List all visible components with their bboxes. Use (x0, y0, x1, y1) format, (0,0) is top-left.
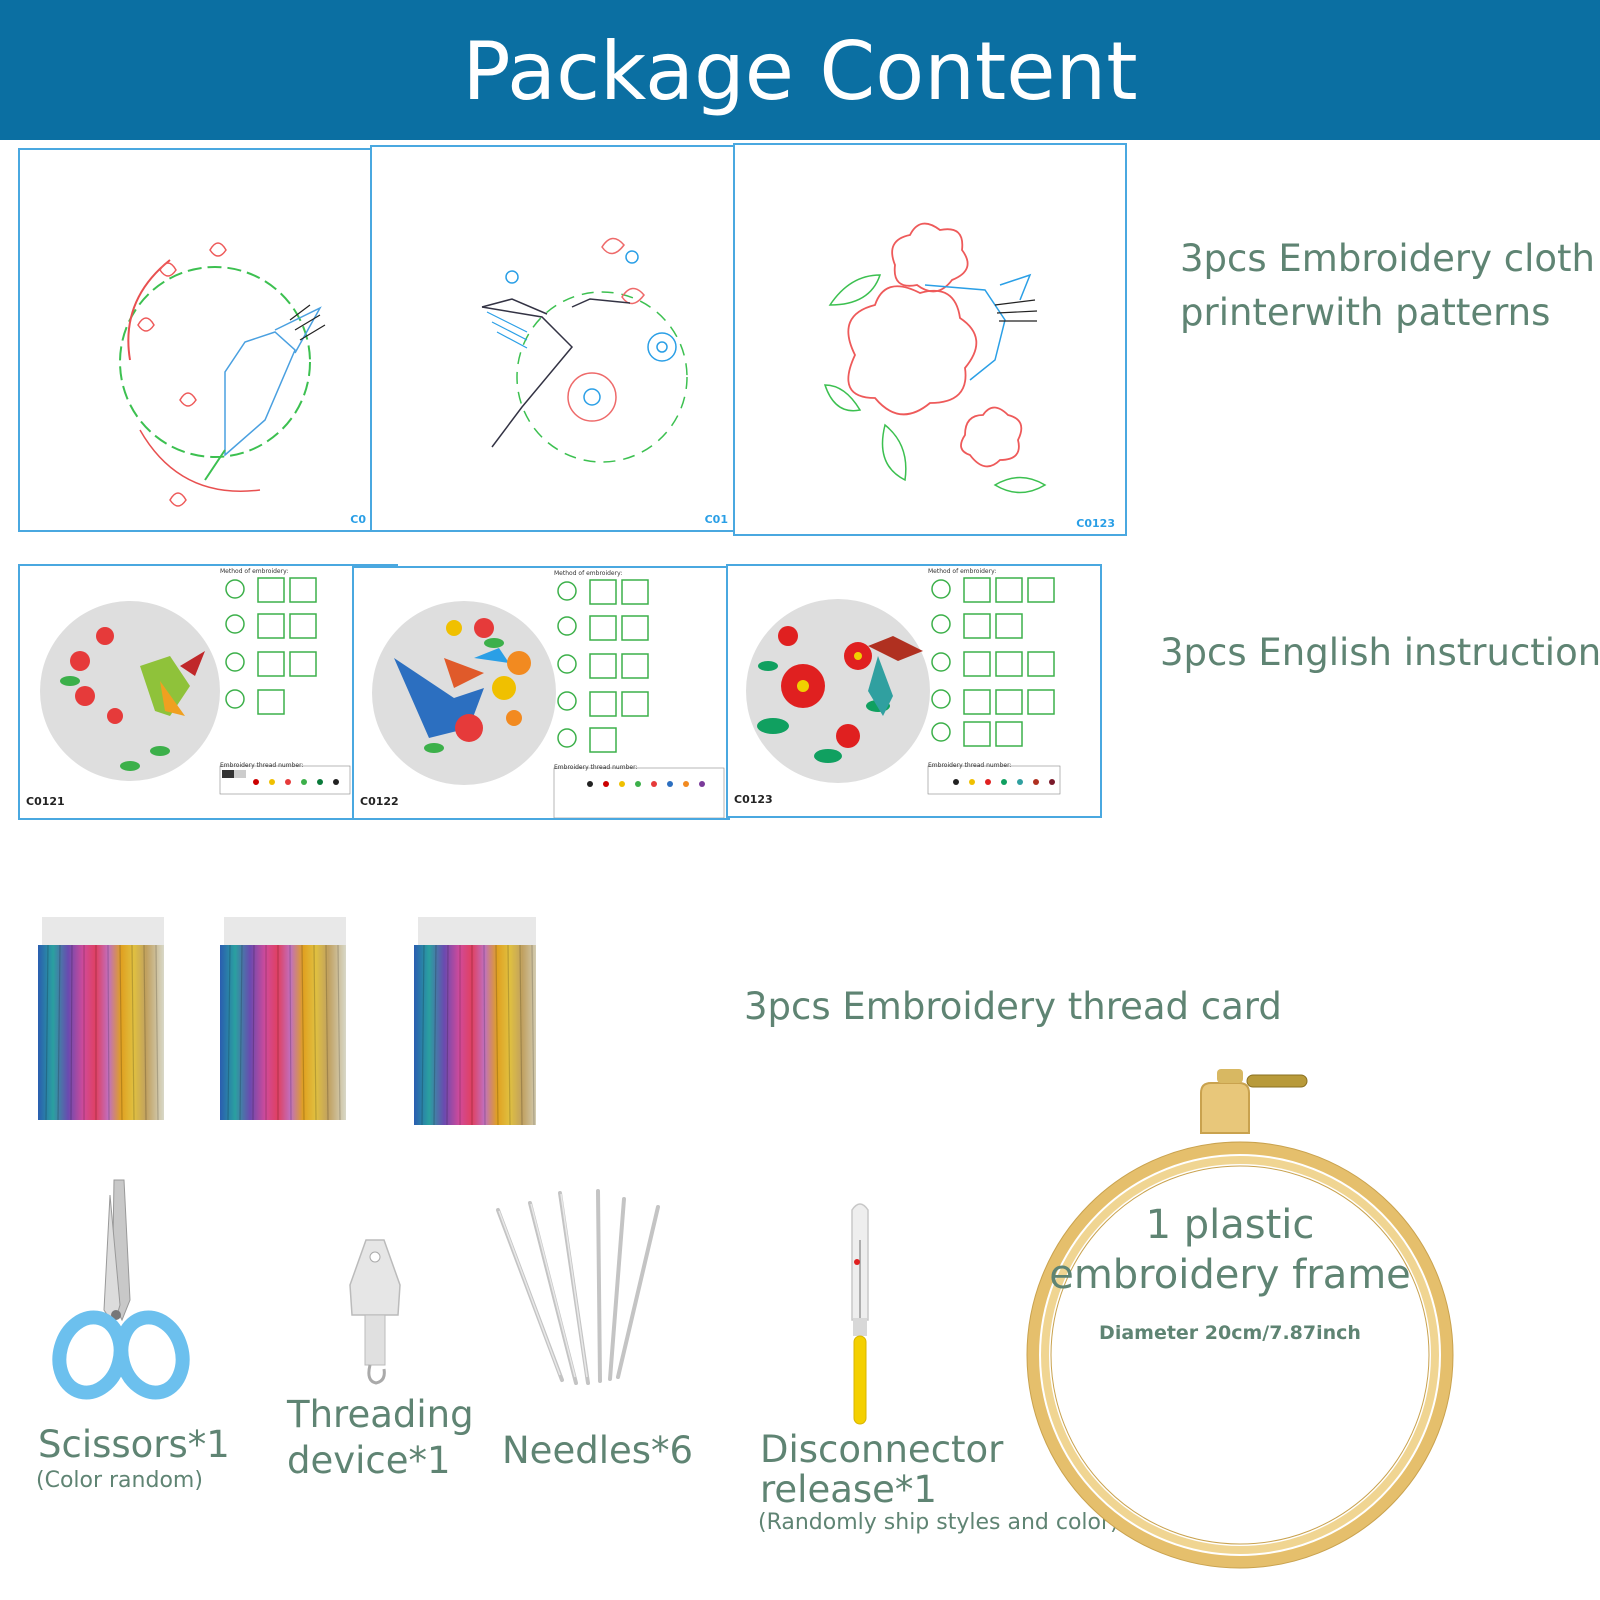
cloth-code: C0123 (1076, 517, 1115, 530)
cloth-code: C0 (350, 513, 366, 526)
instruction-sheet-2: Method of embroidery: Embroidery thread … (352, 566, 730, 820)
instruction-code: C0121 (26, 795, 65, 808)
embroidery-cloth-1: C0 (18, 148, 378, 532)
method-heading: Method of embroidery: (928, 568, 997, 575)
threader-label-line2: device*1 (287, 1439, 451, 1482)
method-heading: Method of embroidery: (220, 568, 289, 575)
instruction-code: C0123 (734, 793, 773, 806)
instruction-code: C0122 (360, 795, 399, 808)
cloth-code: C01 (704, 513, 728, 526)
seam-ripper-icon (851, 1203, 869, 1425)
needles-icon (496, 1189, 660, 1385)
header-banner: Package Content (0, 0, 1600, 140)
disconnector-label-line2: release*1 (760, 1468, 937, 1511)
thread-cards-illustration (38, 917, 536, 1126)
threader-icon (349, 1239, 401, 1385)
thread-heading: Embroidery thread number: (928, 762, 1012, 769)
embroidery-cloth-2: C01 (370, 145, 740, 532)
cloth-label: 3pcs Embroidery cloth printerwith patter… (1180, 232, 1595, 340)
instruction-sheet-3: Method of embroidery: Embroidery thread … (726, 564, 1102, 818)
pattern-hummingbird-wreath-1 (119, 242, 326, 507)
thread-card-3 (414, 917, 536, 1126)
cloth-label-line1: 3pcs Embroidery cloth (1180, 237, 1595, 280)
disconnector-label: Disconnector release*1 (760, 1430, 1003, 1510)
instruction-diagram-3 (746, 577, 1061, 795)
instruction-label: 3pcs English instruction (1160, 631, 1600, 674)
thread-card-2 (220, 917, 346, 1121)
scissors-note: (Color random) (36, 1468, 203, 1493)
instruction-diagram-2 (372, 579, 725, 818)
threader-label-line1: Threading (287, 1393, 474, 1436)
method-heading: Method of embroidery: (554, 570, 623, 577)
thread-heading: Embroidery thread number: (220, 762, 304, 769)
scissors-label: Scissors*1 (38, 1423, 230, 1466)
instruction-diagram-1 (40, 577, 351, 795)
thread-card-label: 3pcs Embroidery thread card (744, 985, 1282, 1028)
pattern-hummingbird-wreath-2 (481, 237, 688, 463)
needles-label: Needles*6 (502, 1429, 694, 1472)
frame-label: 1 plastic embroidery frame (1030, 1200, 1430, 1300)
embroidery-hoop-icon (1026, 1069, 1454, 1569)
disconnector-note: (Randomly ship styles and color) (758, 1510, 1119, 1535)
pattern-hummingbird-hibiscus (823, 222, 1047, 494)
cloth-label-line2: printerwith patterns (1180, 291, 1551, 334)
frame-diameter: Diameter 20cm/7.87inch (1099, 1322, 1361, 1344)
thread-card-1 (38, 917, 164, 1121)
scissors-icon (52, 1179, 190, 1400)
threader-label: Threading device*1 (287, 1392, 474, 1484)
frame-label-line2: embroidery frame (1049, 1252, 1411, 1298)
frame-label-line1: 1 plastic (1145, 1202, 1315, 1248)
page-title: Package Content (462, 25, 1138, 118)
embroidery-cloth-3: C0123 (733, 143, 1127, 536)
thread-heading: Embroidery thread number: (554, 764, 638, 771)
instruction-sheet-1: Method of embroidery: Embroidery thread … (18, 564, 398, 820)
disconnector-label-line1: Disconnector (760, 1428, 1004, 1471)
